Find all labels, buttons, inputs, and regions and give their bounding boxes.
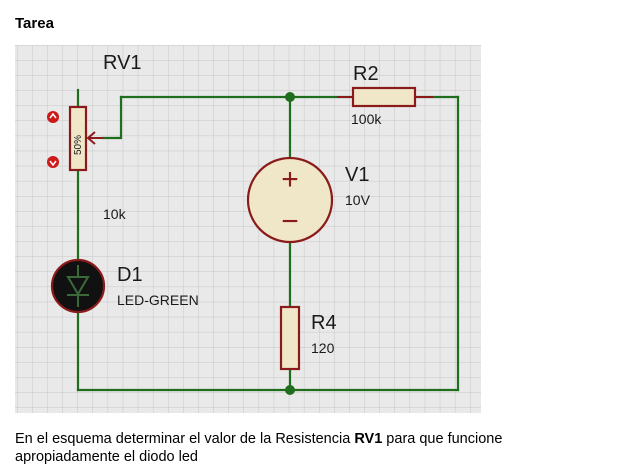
rv1-body	[68, 105, 88, 172]
r4-resistor: R4 120	[279, 305, 337, 371]
d1-body	[50, 258, 106, 314]
r2-body	[351, 86, 417, 108]
junction-top	[285, 92, 295, 102]
r4-body	[279, 305, 301, 371]
rv1-pin-marker-lower	[47, 156, 59, 168]
r2-value: 100k	[351, 111, 382, 127]
question-text-before: En el esquema determinar el valor de la …	[15, 431, 355, 447]
junction-bottom	[285, 385, 295, 395]
question-text-bold: RV1	[354, 431, 383, 447]
v1-voltage-source: + − V1 10V	[246, 156, 371, 244]
question-text: En el esquema determinar el valor de la …	[15, 430, 605, 466]
wire-top-left	[101, 95, 123, 140]
rv1-pin-marker-lower-arrow	[49, 160, 57, 167]
task-title: Tarea	[15, 15, 54, 32]
d1-value: LED-GREEN	[117, 292, 199, 308]
r2-name: R2	[353, 63, 379, 85]
d1-led: D1 LED-GREEN	[50, 258, 199, 314]
rv1-wiper-arrow	[86, 131, 96, 145]
rv1-pin-marker-upper	[47, 111, 59, 123]
circuit-schematic: 50% RV1 10k R2 100k + − V1 10V D1 LED-GR…	[15, 45, 481, 413]
r2-resistor: R2 100k	[337, 63, 433, 127]
r4-value: 120	[311, 340, 335, 356]
wires	[76, 88, 460, 392]
rv1-value: 10k	[103, 206, 127, 222]
rv1-potentiometer: 50% RV1 10k	[47, 52, 142, 222]
r4-name: R4	[311, 312, 337, 334]
v1-plus-sign: +	[281, 163, 299, 196]
d1-name: D1	[117, 264, 143, 286]
v1-minus-sign: −	[281, 205, 299, 238]
v1-body	[246, 156, 334, 244]
v1-name: V1	[345, 164, 369, 186]
question-text-after: para que funcione apropiadamente el diod…	[15, 431, 503, 465]
rv1-pin-marker-upper-arrow	[49, 112, 57, 119]
v1-value: 10V	[345, 192, 371, 208]
rv1-wiper-label: 50%	[73, 135, 84, 155]
rv1-name: RV1	[103, 52, 142, 74]
